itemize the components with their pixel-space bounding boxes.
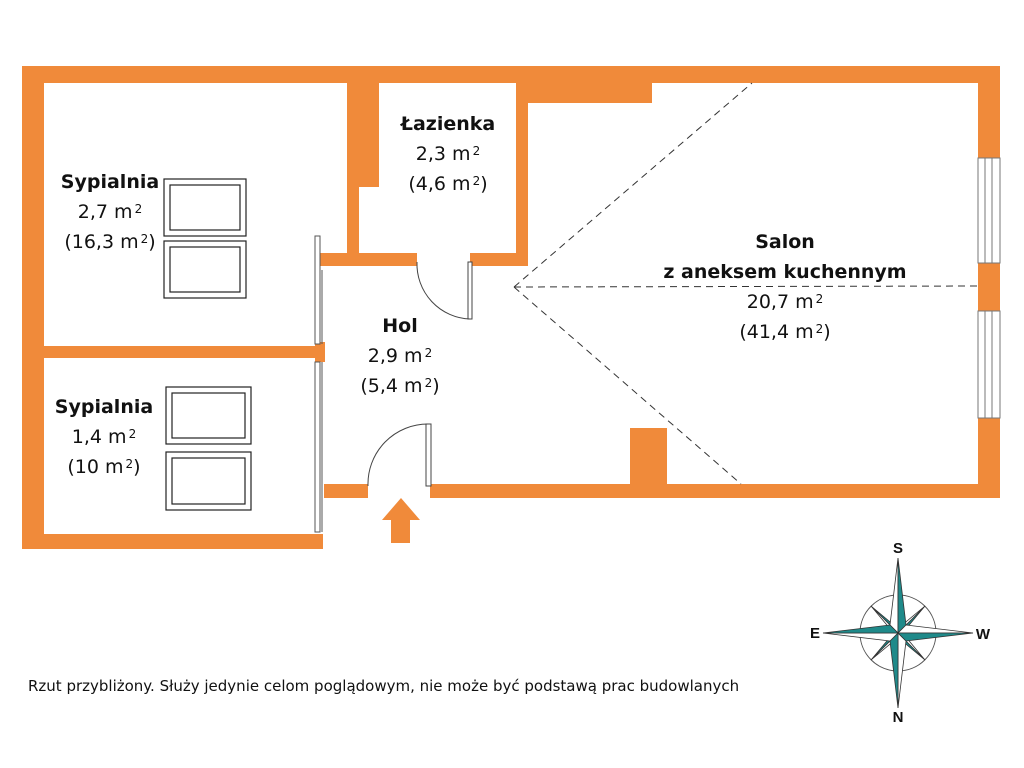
beds xyxy=(163,178,252,511)
sliding-doors xyxy=(314,235,323,533)
room-name: Salon xyxy=(755,231,815,253)
compass-main-points xyxy=(822,557,974,709)
bed-bedroom2-a xyxy=(165,386,252,445)
wall-divider-stub xyxy=(315,342,325,362)
compass-label-left: E xyxy=(810,625,820,642)
window-right-upper xyxy=(977,157,1001,264)
compass-label-top: S xyxy=(893,540,903,557)
compass-label-bottom: N xyxy=(893,709,904,726)
wall-bath-bottom-a xyxy=(315,253,417,266)
wall-bottom-left xyxy=(22,534,323,549)
room-name-line2: z aneksem kuchennym xyxy=(663,261,907,283)
bed-bedroom2-b xyxy=(165,451,252,511)
wall-living-top-block xyxy=(516,83,652,103)
compass-label-right: W xyxy=(976,626,991,643)
wall-pillar xyxy=(630,428,667,484)
bed-bedroom1-a xyxy=(163,178,247,237)
wall-bedroom-divider xyxy=(44,346,324,358)
wall-bottom-right xyxy=(430,484,1000,498)
sliding-door-bedroom2 xyxy=(314,361,321,533)
wall-top xyxy=(22,66,1000,83)
room-name: Hol xyxy=(382,315,418,337)
wall-hall-bottom xyxy=(324,484,368,498)
entrance-arrow-icon xyxy=(382,498,420,543)
entrance-door xyxy=(367,423,432,487)
room-name: Łazienka xyxy=(400,113,496,135)
ceiling-slope-lines xyxy=(513,82,979,485)
room-name: Sypialnia xyxy=(60,171,160,193)
windows xyxy=(977,157,1001,419)
sliding-door-bedroom1 xyxy=(314,235,321,345)
wall-right-mid xyxy=(978,263,1000,311)
wall-bath-stub xyxy=(347,83,379,187)
wall-bath-bottom-b xyxy=(470,253,528,266)
bathroom-door xyxy=(416,261,473,320)
compass-rose: S E W N xyxy=(810,540,991,726)
wall-bath-right xyxy=(516,83,528,263)
window-right-lower xyxy=(977,310,1001,419)
bed-bedroom1-b xyxy=(163,240,247,299)
room-name: Sypialnia xyxy=(54,396,154,418)
disclaimer-text: Rzut przybliżony. Służy jedynie celom po… xyxy=(28,677,740,695)
wall-left xyxy=(22,66,44,549)
